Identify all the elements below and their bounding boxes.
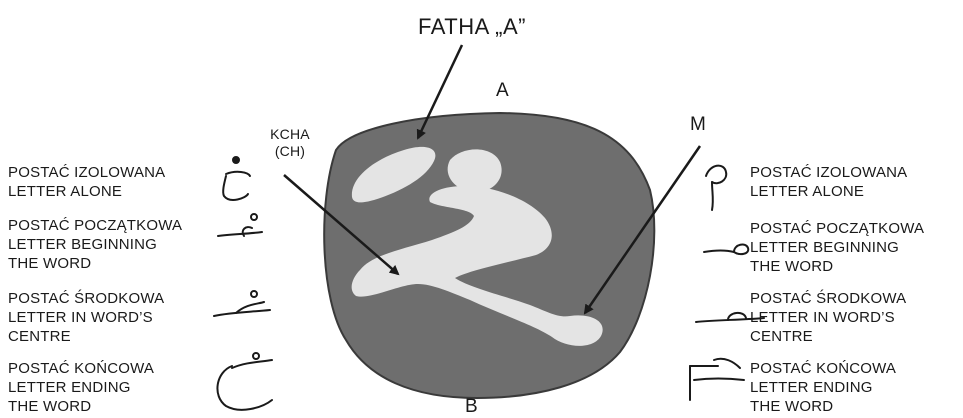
left-form-medial-line2: LETTER IN WORD’S: [8, 308, 164, 327]
kha-initial-glyph: [218, 214, 262, 236]
right-form-final-line2: LETTER ENDING: [750, 378, 896, 397]
left-form-medial-line1: POSTAĆ ŚRODKOWA: [8, 289, 164, 308]
right-form-isolated-line1: POSTAĆ IZOLOWANA: [750, 163, 907, 182]
left-form-final-line2: LETTER ENDING: [8, 378, 154, 397]
left-form-initial-line1: POSTAĆ POCZĄTKOWA: [8, 216, 182, 235]
side-a-label: A: [496, 80, 509, 102]
left-form-initial: POSTAĆ POCZĄTKOWA LETTER BEGINNING THE W…: [8, 216, 182, 273]
kha-final-glyph: [217, 353, 272, 410]
right-form-isolated-line2: LETTER ALONE: [750, 182, 907, 201]
mim-final-glyph: [690, 359, 744, 400]
right-form-final-line3: THE WORD: [750, 397, 896, 416]
right-form-final: POSTAĆ KOŃCOWA LETTER ENDING THE WORD: [750, 359, 896, 416]
right-form-final-line1: POSTAĆ KOŃCOWA: [750, 359, 896, 378]
left-form-final: POSTAĆ KOŃCOWA LETTER ENDING THE WORD: [8, 359, 154, 416]
left-form-final-line3: THE WORD: [8, 397, 154, 416]
kcha-label-line1: KCHA: [264, 126, 316, 143]
left-form-medial: POSTAĆ ŚRODKOWA LETTER IN WORD’S CENTRE: [8, 289, 164, 346]
fatha-label: FATHA „A”: [418, 14, 526, 40]
left-form-isolated-line2: LETTER ALONE: [8, 182, 165, 201]
right-form-medial-line1: POSTAĆ ŚRODKOWA: [750, 289, 906, 308]
left-form-isolated: POSTAĆ IZOLOWANA LETTER ALONE: [8, 163, 165, 201]
right-form-medial-line2: LETTER IN WORD’S: [750, 308, 906, 327]
mim-initial-glyph: [704, 245, 748, 255]
kha-medial-glyph: [214, 291, 270, 316]
left-form-isolated-line1: POSTAĆ IZOLOWANA: [8, 163, 165, 182]
right-form-initial-line3: THE WORD: [750, 257, 924, 276]
right-form-initial-line1: POSTAĆ POCZĄTKOWA: [750, 219, 924, 238]
right-form-isolated: POSTAĆ IZOLOWANA LETTER ALONE: [750, 163, 907, 201]
kha-isolated-glyph: [223, 157, 250, 200]
kcha-label-line2: (CH): [264, 143, 316, 160]
right-form-initial-line2: LETTER BEGINNING: [750, 238, 924, 257]
left-form-initial-line2: LETTER BEGINNING: [8, 235, 182, 254]
mim-isolated-glyph: [706, 166, 726, 210]
right-form-initial: POSTAĆ POCZĄTKOWA LETTER BEGINNING THE W…: [750, 219, 924, 276]
side-b-label: B: [465, 396, 478, 418]
kcha-label: KCHA (CH): [264, 126, 316, 160]
m-label: M: [690, 114, 706, 136]
left-form-initial-line3: THE WORD: [8, 254, 182, 273]
right-form-medial: POSTAĆ ŚRODKOWA LETTER IN WORD’S CENTRE: [750, 289, 906, 346]
left-form-final-line1: POSTAĆ KOŃCOWA: [8, 359, 154, 378]
left-form-medial-line3: CENTRE: [8, 327, 164, 346]
right-form-medial-line3: CENTRE: [750, 327, 906, 346]
